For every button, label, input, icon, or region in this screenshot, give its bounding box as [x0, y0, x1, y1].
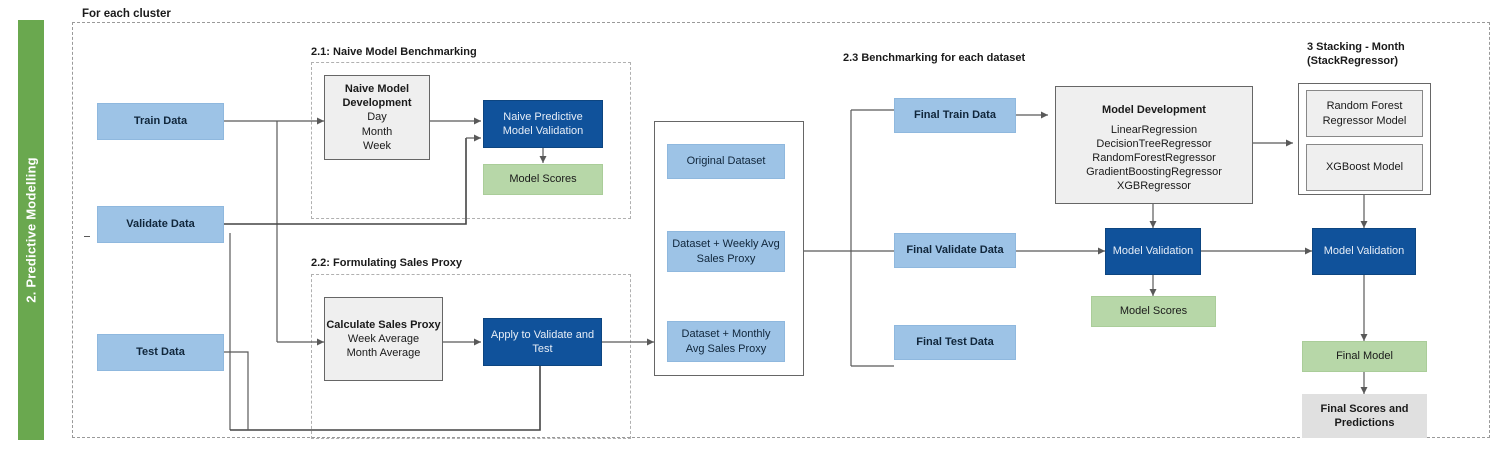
model-dev-item-3: GradientBoostingRegressor	[1086, 166, 1222, 179]
node-monthly-dataset[interactable]: Dataset + Monthly Avg Sales Proxy	[667, 321, 785, 362]
node-model-validation-23-label: Model Validation	[1112, 245, 1194, 258]
node-naive-dev-title: Naive Model Development	[342, 83, 412, 110]
node-original-dataset[interactable]: Original Dataset	[667, 144, 785, 179]
node-xgboost-model[interactable]: XGBoost Model	[1306, 144, 1423, 191]
node-apply-label: Apply to Validate and Test	[490, 328, 595, 355]
node-naive-dev-line2: Month	[361, 125, 393, 138]
node-model-validation-3-label: Model Validation	[1323, 245, 1405, 258]
section-21-title: 2.1: Naive Model Benchmarking	[311, 46, 477, 58]
model-dev-item-4: XGBRegressor	[1117, 180, 1191, 193]
collapse-dash	[84, 236, 90, 237]
node-calc-proxy-title: Calculate Sales Proxy	[326, 318, 441, 331]
node-train-data-label: Train Data	[133, 115, 188, 128]
node-final-scores-label: Final Scores and Predictions	[1320, 402, 1409, 429]
node-naive-model-scores-label: Model Scores	[509, 173, 577, 186]
section-23-title: 2.3 Benchmarking for each dataset	[843, 52, 1026, 64]
node-final-scores-and-predictions[interactable]: Final Scores and Predictions	[1302, 394, 1427, 438]
node-calculate-sales-proxy[interactable]: Calculate Sales Proxy Week Average Month…	[324, 297, 443, 381]
node-weekly-dataset[interactable]: Dataset + Weekly Avg Sales Proxy	[667, 231, 785, 272]
node-original-dataset-label: Original Dataset	[686, 155, 766, 168]
node-naive-val-label: Naive Predictive Model Validation	[502, 110, 584, 137]
node-test-data-label: Test Data	[136, 346, 185, 359]
node-model-development-title: Model Development	[1102, 103, 1206, 116]
node-naive-dev-line1: Day	[367, 111, 387, 124]
node-final-test-label: Final Test Data	[916, 336, 994, 349]
node-xgboost-label: XGBoost Model	[1325, 161, 1404, 174]
node-model-validation-3[interactable]: Model Validation	[1312, 228, 1416, 275]
node-model-validation-23[interactable]: Model Validation	[1105, 228, 1201, 275]
model-dev-item-1: DecisionTreeRegressor	[1096, 137, 1212, 150]
node-final-train-data[interactable]: Final Train Data	[894, 98, 1016, 133]
node-test-data[interactable]: Test Data	[97, 334, 224, 371]
node-apply-to-validate-and-test[interactable]: Apply to Validate and Test	[483, 318, 602, 366]
node-validate-data-label: Validate Data	[126, 218, 195, 231]
node-naive-model-scores[interactable]: Model Scores	[483, 164, 603, 195]
section-3-title-line1: 3 Stacking - Month	[1307, 41, 1405, 53]
node-train-data[interactable]: Train Data	[97, 103, 224, 140]
model-dev-item-0: LinearRegression	[1110, 123, 1198, 136]
node-model-development[interactable]: Model Development LinearRegression Decis…	[1055, 86, 1253, 204]
node-final-model-label: Final Model	[1336, 350, 1393, 363]
node-final-model[interactable]: Final Model	[1302, 341, 1427, 372]
outer-container	[72, 22, 1490, 438]
phase-bar-label: 2. Predictive Modelling	[23, 157, 39, 303]
node-naive-dev-line3: Week	[363, 139, 391, 152]
section-3-title-line2: (StackRegressor)	[1307, 55, 1399, 67]
outer-container-title: For each cluster	[82, 8, 171, 20]
node-calc-proxy-line1: Week Average	[347, 332, 420, 345]
node-naive-model-development[interactable]: Naive Model Development Day Month Week	[324, 75, 430, 160]
node-model-scores-23[interactable]: Model Scores	[1091, 296, 1216, 327]
node-random-forest-label: Random Forest Regressor Model	[1322, 100, 1407, 127]
node-final-train-label: Final Train Data	[914, 109, 996, 122]
node-random-forest-regressor-model[interactable]: Random Forest Regressor Model	[1306, 90, 1423, 137]
node-model-scores-23-label: Model Scores	[1119, 305, 1188, 318]
node-naive-predictive-model-validation[interactable]: Naive Predictive Model Validation	[483, 100, 603, 148]
node-final-test-data[interactable]: Final Test Data	[894, 325, 1016, 360]
node-calc-proxy-line2: Month Average	[346, 347, 421, 360]
phase-bar: 2. Predictive Modelling	[18, 20, 44, 440]
model-dev-item-2: RandomForestRegressor	[1092, 152, 1216, 164]
section-22-title: 2.2: Formulating Sales Proxy	[311, 257, 462, 269]
node-final-validate-data[interactable]: Final Validate Data	[894, 233, 1016, 268]
node-weekly-dataset-label: Dataset + Weekly Avg Sales Proxy	[672, 238, 780, 265]
node-validate-data[interactable]: Validate Data	[97, 206, 224, 243]
node-final-validate-label: Final Validate Data	[906, 244, 1004, 257]
node-monthly-dataset-label: Dataset + Monthly Avg Sales Proxy	[681, 328, 771, 355]
